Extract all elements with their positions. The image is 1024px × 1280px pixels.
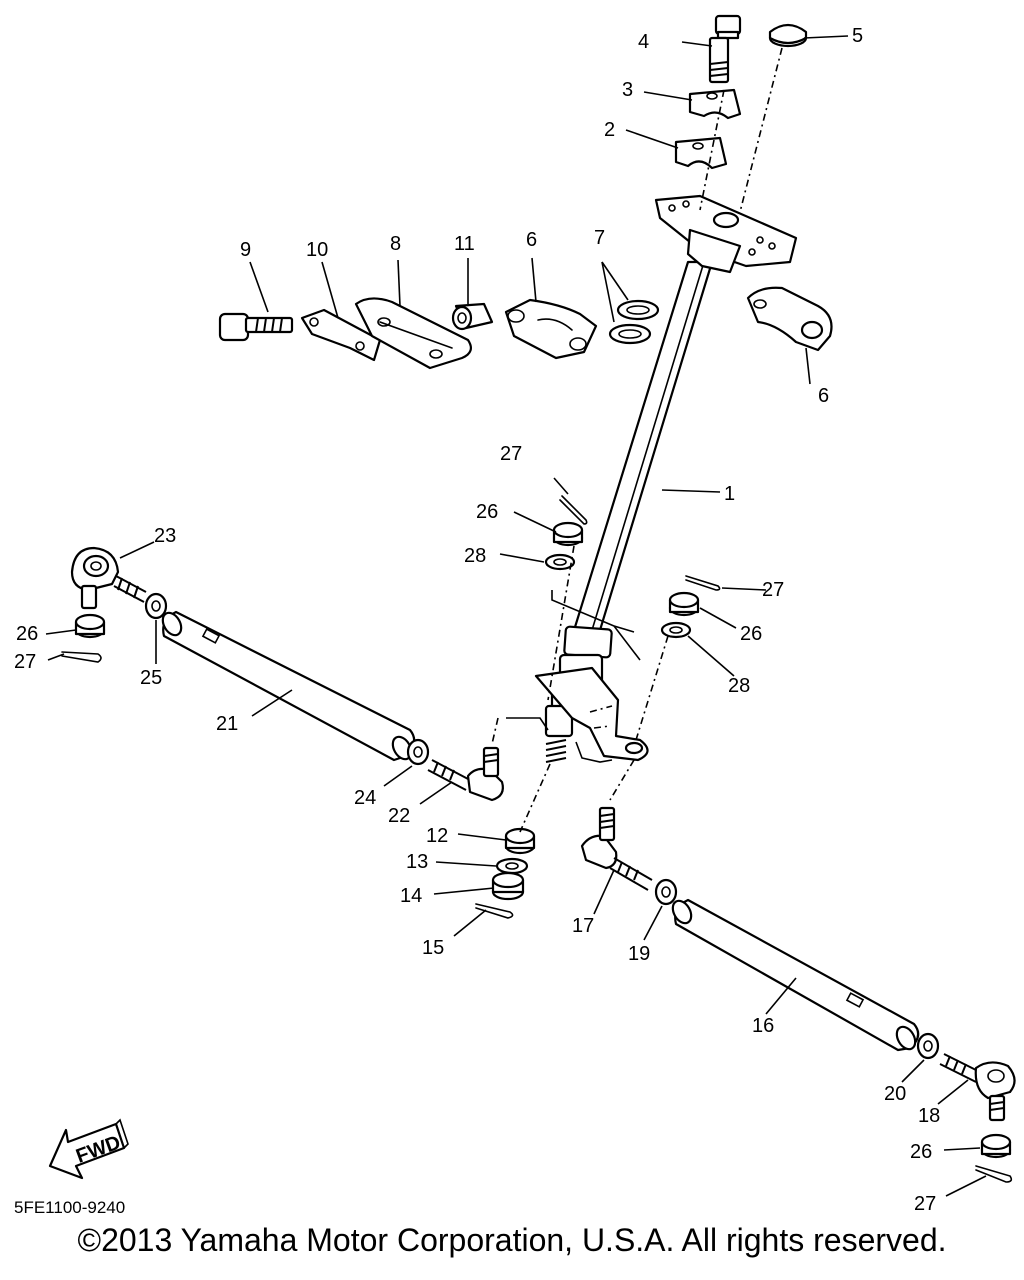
callout-28-right: 28 — [728, 675, 750, 697]
collar-part-11 — [451, 302, 494, 331]
cotter-pin-part-27-left — [61, 651, 102, 663]
rod-end-part-22 — [427, 746, 504, 802]
castle-nut-part-26-left — [74, 613, 106, 639]
callout-19: 19 — [628, 943, 650, 965]
callout-26-left: 26 — [16, 623, 38, 645]
callout-10: 10 — [306, 239, 328, 261]
cotter-pin-part-15 — [475, 903, 514, 919]
washer-part-28-right — [660, 621, 692, 639]
callout-labels: 1 2 3 4 5 6 6 7 8 9 10 11 12 13 14 15 16… — [14, 25, 940, 1215]
callout-23: 23 — [154, 525, 176, 547]
washer-part-28-center — [544, 553, 576, 571]
copyright-notice: ©2013 Yamaha Motor Corporation, U.S.A. A… — [77, 1222, 947, 1258]
callout-12: 12 — [426, 825, 448, 847]
tie-rod-part-21 — [161, 610, 416, 762]
leader-lines — [45, 35, 987, 1197]
callout-21: 21 — [216, 713, 238, 735]
callout-25: 25 — [140, 667, 162, 689]
callout-15: 15 — [422, 937, 444, 959]
castle-nut-part-26-right — [668, 591, 700, 617]
callout-6-right: 6 — [818, 385, 829, 407]
collar-part-14 — [491, 871, 525, 901]
plate-part-8 — [354, 297, 472, 370]
assembly-centerlines — [491, 545, 669, 833]
callout-13: 13 — [406, 851, 428, 873]
castle-nut-part-26-center — [552, 521, 584, 547]
washers-part-7 — [608, 299, 660, 345]
bolt-part-9 — [218, 312, 294, 342]
callout-24: 24 — [354, 787, 376, 809]
washer-part-13 — [495, 857, 529, 875]
callout-26-right: 26 — [740, 623, 762, 645]
bushing-part-6-left — [504, 298, 598, 360]
callout-27-right: 27 — [762, 579, 784, 601]
nut-part-12 — [504, 827, 536, 855]
diagram-code: 5FE1100-9240 — [14, 1198, 125, 1217]
callout-17: 17 — [572, 915, 594, 937]
callout-2: 2 — [604, 119, 615, 141]
callout-28-center: 28 — [464, 545, 486, 567]
cotter-pin-part-27-right — [685, 575, 721, 591]
holder-lower-part-2 — [674, 136, 728, 170]
callout-26-bottom: 26 — [910, 1141, 932, 1163]
callout-16: 16 — [752, 1015, 774, 1037]
rod-end-part-17 — [580, 806, 653, 891]
nut-part-19 — [654, 878, 678, 906]
handlebar-holder-bracket — [654, 194, 798, 274]
nut-part-20 — [916, 1032, 940, 1060]
callout-4: 4 — [638, 31, 649, 53]
steering-shaft — [534, 47, 783, 763]
callout-1: 1 — [724, 483, 735, 505]
callout-27-center: 27 — [500, 443, 522, 465]
callout-26-center: 26 — [476, 501, 498, 523]
axis-holder — [699, 89, 725, 211]
cap-part-5 — [768, 23, 808, 48]
callout-18: 18 — [918, 1105, 940, 1127]
castle-nut-part-26-bottom — [980, 1133, 1012, 1159]
callout-20: 20 — [884, 1083, 906, 1105]
cotter-pin-part-27-bottom — [975, 1165, 1013, 1183]
nut-part-24 — [406, 738, 430, 766]
bushing-part-6-right — [746, 286, 833, 352]
callout-8: 8 — [390, 233, 401, 255]
callout-7: 7 — [594, 227, 605, 249]
callout-27-left: 27 — [14, 651, 36, 673]
callout-5: 5 — [852, 25, 863, 47]
callout-9: 9 — [240, 239, 251, 261]
nut-part-25 — [144, 592, 168, 620]
callout-11: 11 — [454, 233, 475, 255]
lock-plate-part-10 — [300, 308, 382, 362]
callout-14: 14 — [400, 885, 422, 907]
callout-27-bottom: 27 — [914, 1193, 936, 1215]
bracket-outlines — [506, 590, 641, 763]
bolt-part-4 — [708, 14, 742, 84]
callout-22: 22 — [388, 805, 410, 827]
callout-3: 3 — [622, 79, 633, 101]
fwd-arrow-icon: FWD — [48, 1118, 129, 1180]
holder-upper-part-3 — [688, 88, 742, 120]
rod-end-part-23 — [70, 546, 147, 610]
rod-end-part-18 — [939, 1053, 1016, 1122]
cotter-pin-part-27-center — [559, 495, 588, 525]
tie-rod-part-16 — [671, 898, 920, 1052]
callout-6-left: 6 — [526, 229, 537, 251]
